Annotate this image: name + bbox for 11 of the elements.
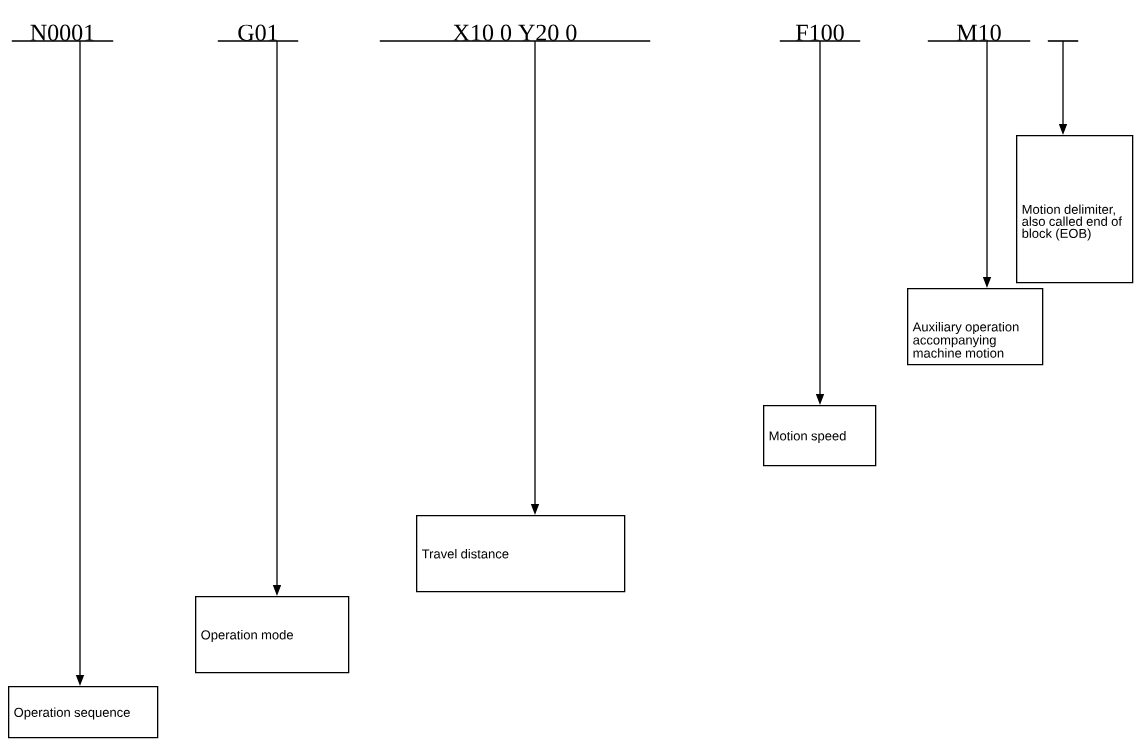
label-box: Motion speed xyxy=(763,405,877,467)
code-word: M10 xyxy=(927,24,1031,42)
code-word: N0001 xyxy=(11,24,114,42)
label-box: Operation mode xyxy=(195,596,350,674)
label-box: Travel distance xyxy=(416,515,626,593)
label-box: Motion delimiter, also called end of block (EOB) xyxy=(1016,135,1134,284)
code-word: G01 xyxy=(217,24,299,42)
label-box: Operation sequence xyxy=(8,686,159,739)
label-box: Auxiliary operation accompanying machine motion xyxy=(907,288,1044,366)
code-word: X10 0 Y20 0 xyxy=(379,24,651,42)
code-word: F100 xyxy=(779,24,861,42)
